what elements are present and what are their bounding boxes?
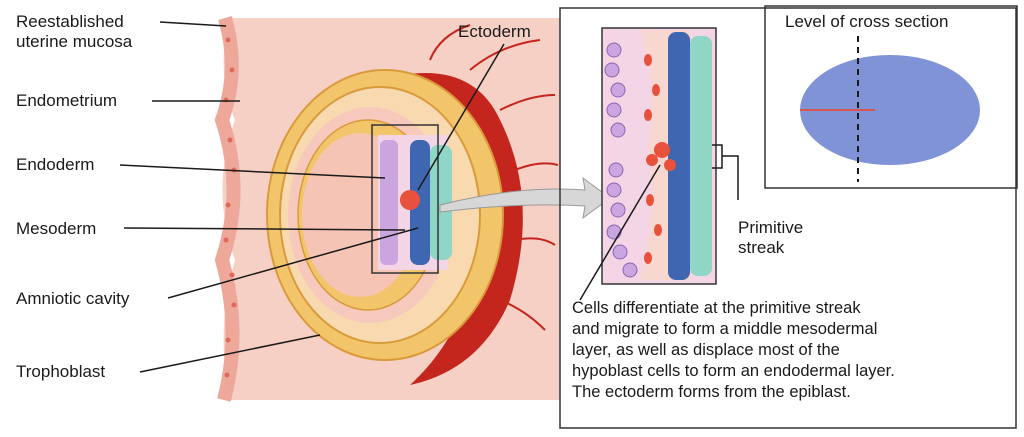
- label-endoderm: Endoderm: [16, 155, 95, 174]
- label-amniotic-cavity: Amniotic cavity: [16, 289, 130, 308]
- primitive-streak-bracket: [712, 144, 739, 200]
- uterine-mucosa-edge: [214, 16, 241, 402]
- label-primitive-streak: Primitive streak: [738, 218, 804, 257]
- label-trophoblast: Trophoblast: [16, 362, 106, 381]
- zoom-hypoblast-cells: [604, 42, 638, 278]
- label-mesoderm: Mesoderm: [16, 219, 97, 238]
- mesoderm-cluster: [400, 190, 420, 210]
- zoom-epiblast: [668, 32, 690, 280]
- label-level-of-cross-section: Level of cross section: [785, 12, 949, 31]
- label-ectoderm: Ectoderm: [458, 22, 531, 41]
- embryo-disc-shape: [800, 55, 980, 165]
- label-reestablished-uterine-mucosa: Reestablished uterine mucosa: [16, 12, 133, 51]
- description-text: Cells differentiate at the primitive str…: [572, 299, 895, 401]
- vessel-branches: [429, 24, 559, 331]
- description-frame: [559, 7, 1017, 429]
- zoom-arrow: [439, 176, 611, 220]
- label-endometrium: Endometrium: [16, 91, 118, 110]
- leader-lines: [119, 21, 661, 373]
- zoom-migrating-cells: [644, 54, 676, 264]
- hypoblast-layer: [380, 140, 398, 265]
- epiblast-layer: [410, 140, 430, 265]
- zoom-region-box: [371, 124, 439, 274]
- amnion-layer: [430, 145, 452, 260]
- zoom-amnion: [690, 36, 712, 276]
- mucosa-dots: [223, 37, 237, 378]
